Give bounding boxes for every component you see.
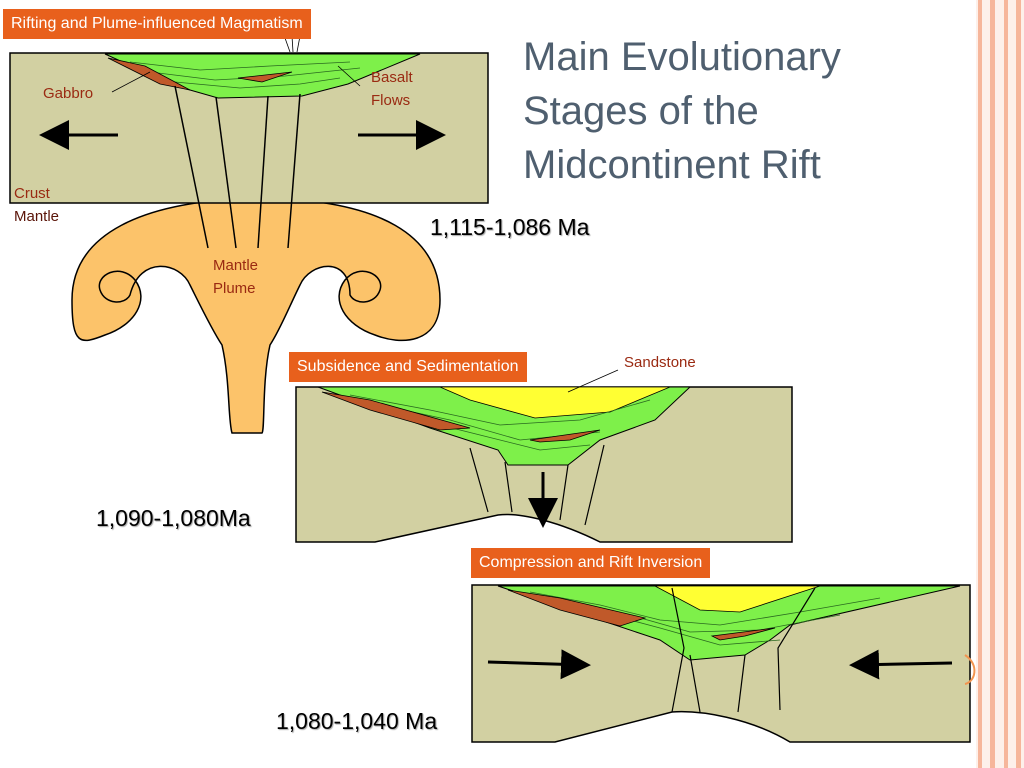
- gabbro-sill-3: [321, 391, 471, 431]
- title-line: Stages of the: [523, 89, 759, 133]
- stage-1-age: 1,115-1,086 Ma: [430, 214, 590, 240]
- sandstone-label: Sandstone: [624, 354, 696, 371]
- gabbro-sill-6: [710, 627, 776, 641]
- decorative-stripes: [976, 0, 1024, 768]
- stage-1-diagram: [9, 35, 489, 434]
- sandstone-fill-stage-3: [654, 585, 821, 613]
- plume-label-line-1: Mantle: [213, 257, 259, 274]
- gabbro-sill-1: [107, 57, 191, 91]
- title-line: Midcontinent Rift: [523, 143, 821, 187]
- slide-title: Main Evolutionary Stages of the Midconti…: [523, 30, 943, 192]
- stage-3-diagram: [471, 584, 976, 743]
- gabbro-label: Gabbro: [43, 85, 94, 102]
- stage-2-heading: Subsidence and Sedimentation: [289, 352, 527, 382]
- basalt-label-line-2: Flows: [371, 92, 411, 109]
- stage-2-age: 1,090-1,080Ma: [96, 505, 251, 531]
- stage-1-heading: Rifting and Plume-influenced Magmatism: [3, 9, 311, 39]
- mantle-label: Mantle: [14, 208, 60, 225]
- arrow-inward-icon: [487, 649, 953, 680]
- sandstone-fill-stage-2: [439, 386, 671, 419]
- stage-3-heading: Compression and Rift Inversion: [471, 548, 711, 578]
- gabbro-sill-5: [507, 589, 647, 627]
- basalt-label-line-1: Basalt: [371, 69, 413, 86]
- gabbro-sill-2: [237, 71, 293, 83]
- rift-evolution-diagram: [9, 35, 976, 743]
- stage-3-age: 1,080-1,040 Ma: [276, 708, 438, 734]
- gabbro-sill-4: [529, 429, 601, 443]
- crust-label: Crust: [14, 185, 50, 202]
- mantle-plume: [71, 197, 441, 434]
- title-line: Main Evolutionary: [523, 35, 841, 79]
- plume-label-line-2: Plume: [213, 280, 256, 297]
- stage-2-diagram: [295, 369, 793, 543]
